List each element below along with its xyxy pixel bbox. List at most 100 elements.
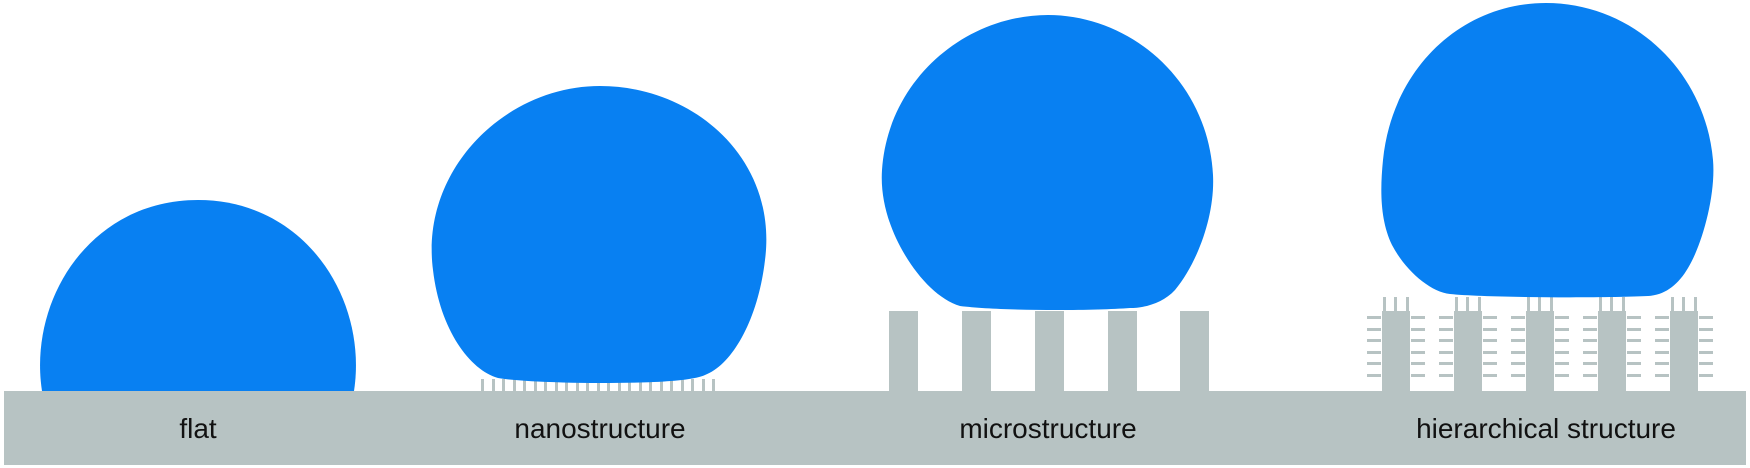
panel-microstructure: microstructure	[881, 15, 1214, 444]
nano-pillar	[702, 379, 705, 391]
hier-side-hair	[1511, 374, 1525, 377]
nano-pillar	[660, 379, 663, 391]
hier-side-hair	[1627, 362, 1641, 365]
hier-side-hair	[1367, 328, 1381, 331]
nano-pillar	[691, 379, 694, 391]
droplet-microstructure	[881, 15, 1214, 311]
micro-pillar	[889, 311, 918, 391]
nano-pillar	[670, 379, 673, 391]
hier-side-hair	[1583, 351, 1597, 354]
label-microstructure: microstructure	[959, 413, 1136, 444]
micro-pillar	[962, 311, 991, 391]
nano-pillar	[513, 379, 516, 391]
hier-side-hair	[1411, 362, 1425, 365]
panel-nanostructure: nanostructure	[431, 86, 767, 444]
nano-pillar	[481, 379, 484, 391]
nano-pillar	[565, 379, 568, 391]
micro-pillar	[1180, 311, 1209, 391]
hier-top-hair	[1622, 297, 1625, 311]
hier-side-hair	[1627, 374, 1641, 377]
hier-side-hair	[1483, 362, 1497, 365]
hier-top-hair	[1406, 297, 1409, 311]
hier-side-hair	[1627, 316, 1641, 319]
hier-side-hair	[1699, 351, 1713, 354]
hier-side-hair	[1439, 328, 1453, 331]
hier-top-hair	[1550, 297, 1553, 311]
hier-top-hair	[1478, 297, 1481, 311]
hier-side-hair	[1439, 351, 1453, 354]
hier-side-hair	[1583, 328, 1597, 331]
hier-side-hair	[1655, 351, 1669, 354]
hier-side-hair	[1411, 328, 1425, 331]
nano-pillar	[502, 379, 505, 391]
hier-top-hair	[1671, 297, 1674, 311]
hier-top-hair	[1394, 297, 1397, 311]
hier-side-hair	[1583, 374, 1597, 377]
hier-side-hair	[1555, 339, 1569, 342]
nano-pillar	[555, 379, 558, 391]
hier-side-hair	[1483, 316, 1497, 319]
hier-side-hair	[1655, 316, 1669, 319]
hier-side-hair	[1367, 316, 1381, 319]
hier-side-hair	[1439, 316, 1453, 319]
hier-side-hair	[1655, 362, 1669, 365]
hier-side-hair	[1483, 374, 1497, 377]
label-flat: flat	[179, 413, 217, 444]
hier-top-hair	[1383, 297, 1386, 311]
nano-pillar	[639, 379, 642, 391]
hier-side-hair	[1367, 351, 1381, 354]
nano-pillar	[712, 379, 715, 391]
nano-pillars	[481, 379, 715, 391]
nano-pillar	[649, 379, 652, 391]
hier-side-hair	[1555, 328, 1569, 331]
droplet-flat	[40, 200, 356, 391]
hier-side-hair	[1367, 339, 1381, 342]
hier-top-hair	[1682, 297, 1685, 311]
hier-side-hair	[1627, 351, 1641, 354]
hier-side-hair	[1555, 351, 1569, 354]
hier-top-hair	[1694, 297, 1697, 311]
droplet-hierarchical	[1381, 3, 1714, 298]
hierarchical-pillars	[1367, 297, 1713, 391]
micro-pillar	[1035, 311, 1064, 391]
micro-pillars	[889, 311, 1209, 391]
hier-side-hair	[1511, 339, 1525, 342]
hier-side-hair	[1583, 339, 1597, 342]
hier-pillar	[1598, 311, 1626, 391]
panel-hierarchical: hierarchical structure	[1367, 3, 1714, 444]
nano-pillar	[618, 379, 621, 391]
hier-side-hair	[1627, 339, 1641, 342]
hier-side-hair	[1627, 328, 1641, 331]
hier-top-hair	[1538, 297, 1541, 311]
hier-top-hair	[1527, 297, 1530, 311]
hier-side-hair	[1511, 328, 1525, 331]
hier-side-hair	[1439, 362, 1453, 365]
nano-pillar	[534, 379, 537, 391]
panel-flat: flat	[40, 200, 356, 444]
hier-side-hair	[1583, 362, 1597, 365]
substrate-base	[4, 391, 1746, 465]
hier-top-hair	[1610, 297, 1613, 311]
hier-side-hair	[1411, 316, 1425, 319]
hier-side-hair	[1511, 351, 1525, 354]
hier-side-hair	[1655, 328, 1669, 331]
hier-side-hair	[1483, 351, 1497, 354]
hier-top-hair	[1466, 297, 1469, 311]
hier-pillar	[1454, 311, 1482, 391]
hier-side-hair	[1583, 316, 1597, 319]
nano-pillar	[597, 379, 600, 391]
hier-side-hair	[1699, 316, 1713, 319]
hier-side-hair	[1555, 362, 1569, 365]
hier-side-hair	[1411, 374, 1425, 377]
hier-side-hair	[1555, 316, 1569, 319]
hier-side-hair	[1555, 374, 1569, 377]
hier-side-hair	[1439, 374, 1453, 377]
hier-top-hair	[1455, 297, 1458, 311]
hier-side-hair	[1511, 316, 1525, 319]
nano-pillar	[544, 379, 547, 391]
hier-side-hair	[1367, 362, 1381, 365]
nano-pillar	[523, 379, 526, 391]
hier-pillar	[1526, 311, 1554, 391]
micro-pillar	[1108, 311, 1137, 391]
